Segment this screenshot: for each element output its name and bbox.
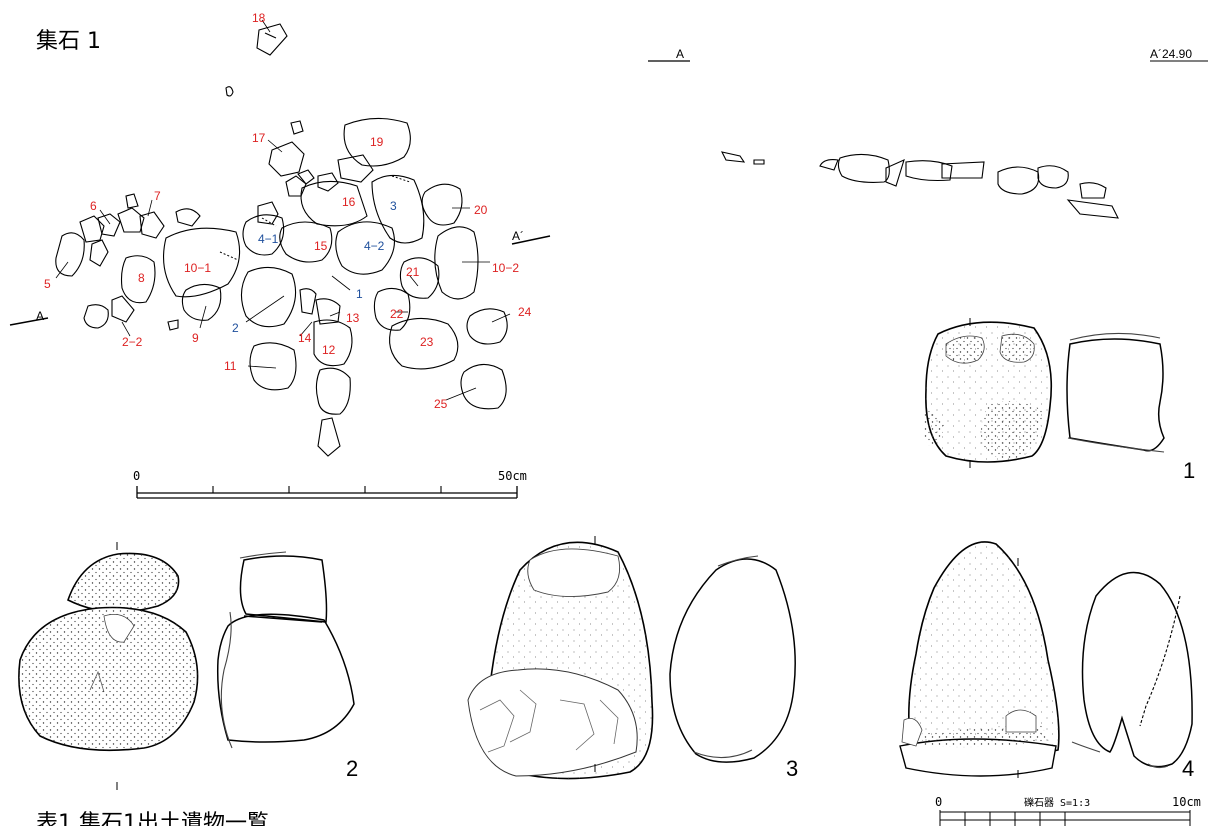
stone-label-14: 14 — [298, 331, 312, 345]
leader-lines — [55, 19, 511, 401]
artifact-4-drawing: 4 — [899, 541, 1194, 781]
stone-label-8: 8 — [138, 271, 145, 285]
section-view: A A´24.90 — [648, 47, 1208, 219]
stone-label-20: 20 — [474, 203, 488, 217]
find-label-4-1: 4−1 — [258, 232, 279, 246]
stone-label-6: 6 — [90, 199, 97, 213]
find-label-2: 2 — [232, 321, 239, 335]
stone-label-13: 13 — [346, 311, 360, 325]
artifact-3-drawing: 3 — [467, 536, 798, 781]
artifact-4-number: 4 — [1182, 756, 1194, 781]
plan-section-markers: A A´ — [9, 229, 551, 326]
find-label-1: 1 — [356, 287, 363, 301]
plan-marker-a-prime: A´ — [512, 229, 524, 243]
stone-label-10-2: 10−2 — [492, 261, 519, 275]
artifact-scale-end: 10cm — [1172, 795, 1201, 809]
stone-label-17: 17 — [252, 131, 266, 145]
stone-label-25: 25 — [434, 397, 448, 411]
stone-label-24: 24 — [518, 305, 532, 319]
figure-title: 集石 1 — [36, 29, 101, 54]
stone-label-12: 12 — [322, 343, 336, 357]
stone-label-11: 11 — [224, 359, 237, 373]
stone-label-15: 15 — [314, 239, 328, 253]
stone-label-18: 18 — [252, 11, 266, 25]
artifact-2-drawing: 2 — [18, 542, 358, 790]
plan-marker-a: A — [36, 309, 44, 323]
artifact-1-drawing: 1 — [922, 318, 1195, 483]
find-label-4-2: 4−2 — [364, 239, 385, 253]
artifact-scale-label: 礫石器 S=1:3 — [1024, 796, 1090, 809]
stone-label-5: 5 — [44, 277, 51, 291]
find-label-3: 3 — [390, 199, 397, 213]
plan-scale-end: 50cm — [498, 469, 527, 483]
stone-label-9: 9 — [192, 331, 199, 345]
stone-plan — [55, 23, 508, 457]
section-line-a-prime — [511, 235, 551, 245]
stone-label-10-1: 10−1 — [184, 261, 211, 275]
stone-label-2-2: 2−2 — [122, 335, 143, 349]
stone-label-7: 7 — [154, 189, 161, 203]
section-line-a — [9, 317, 49, 326]
stone-label-21: 21 — [406, 265, 420, 279]
stone-label-22: 22 — [390, 307, 404, 321]
artifact-3-number: 3 — [786, 756, 798, 781]
section-label-a: A — [676, 47, 684, 61]
plan-scale-bar: 0 50cm — [133, 469, 527, 499]
stone-number-labels: 18 17 19 16 20 6 7 5 8 10−1 15 10−2 21 2… — [44, 11, 532, 411]
plan-scale-start: 0 — [133, 469, 140, 483]
section-label-a-prime: A´24.90 — [1150, 47, 1192, 61]
artifact-scale-bar: 0 礫石器 S=1:3 10cm — [935, 795, 1201, 826]
artifact-1-number: 1 — [1183, 458, 1195, 483]
artifact-2-number: 2 — [346, 756, 358, 781]
stone-label-16: 16 — [342, 195, 356, 209]
stone-label-23: 23 — [420, 335, 434, 349]
footer-table-caption: 表1 集石1出土遺物一覧 — [36, 811, 269, 826]
find-number-labels: 3 4−1 4−2 1 2 — [232, 199, 397, 335]
artifact-scale-start: 0 — [935, 795, 942, 809]
stone-label-19: 19 — [370, 135, 384, 149]
